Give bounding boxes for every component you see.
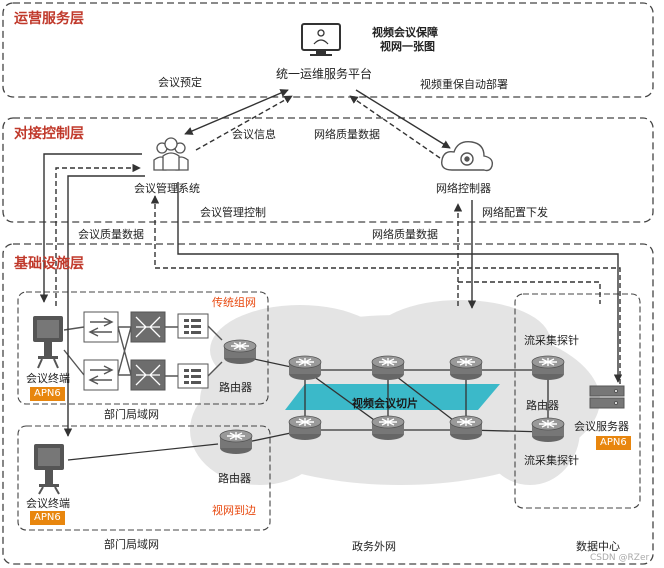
arrow-mgmt-to-platform-info xyxy=(195,95,293,151)
wan-label: 政务外网 xyxy=(352,540,396,553)
router-wan-3 xyxy=(449,355,483,381)
dept-lan2-label: 部门局域网 xyxy=(104,538,159,551)
legacy-switches xyxy=(83,311,209,391)
arrow-terminal1-to-mgmt xyxy=(55,163,141,306)
platform-label: 统一运维服务平台 xyxy=(276,67,373,81)
apn6-badge-2: APN6 xyxy=(30,511,65,525)
label-mgmt-control: 会议管理控制 xyxy=(200,206,266,219)
slice-label: 视频会议切片 xyxy=(352,397,418,410)
video-slice xyxy=(285,384,500,410)
label-meeting-info: 会议信息 xyxy=(232,128,276,141)
label-net-quality-top: 网络质量数据 xyxy=(314,128,380,141)
ops-layer-box xyxy=(2,2,654,98)
dept-lan1-label: 部门局域网 xyxy=(104,408,159,421)
arrow-platform-to-netctrl xyxy=(355,89,451,149)
arrow-meeting-quality xyxy=(150,195,621,384)
label-auto-deploy: 视频重保自动部署 xyxy=(420,78,508,91)
server-icon xyxy=(589,385,625,409)
ctrl-layer-box xyxy=(2,117,654,223)
terminal1-label: 会议终端 xyxy=(26,372,70,385)
terminal-icon-2 xyxy=(34,444,64,495)
arrow-platform-to-mgmt xyxy=(184,89,289,135)
dept-lan-box-2 xyxy=(17,425,271,531)
arrow-mgmt-to-terminal2 xyxy=(63,175,145,437)
router2-label: 路由器 xyxy=(218,472,251,485)
label-net-config: 网络配置下发 xyxy=(482,206,548,219)
router-lan2 xyxy=(219,429,253,455)
router1-label: 路由器 xyxy=(219,381,252,394)
legacy-net-label: 传统组网 xyxy=(212,296,256,309)
router-wan-6 xyxy=(449,415,483,441)
probe2-label: 流采集探针 xyxy=(524,454,579,467)
infra-layer-box xyxy=(2,243,654,565)
arrow-netctrl-to-platform xyxy=(349,95,441,159)
router-wan-2 xyxy=(371,355,405,381)
terminal-icon-1 xyxy=(33,316,63,369)
ctrl-layer-title: 对接控制层 xyxy=(14,126,84,142)
dc-box xyxy=(514,293,641,509)
router-wan-1 xyxy=(288,355,322,381)
router-wan-5 xyxy=(371,415,405,441)
net-ctrl-label: 网络控制器 xyxy=(436,182,491,195)
apn6-badge-1: APN6 xyxy=(30,387,65,401)
label-booking: 会议预定 xyxy=(158,76,202,89)
arrow-net-quality xyxy=(458,204,601,306)
label-net-quality-bottom: 网络质量数据 xyxy=(372,228,438,241)
probe1-label: 流采集探针 xyxy=(524,334,579,347)
router-wan-4 xyxy=(288,415,322,441)
probe-router-2 xyxy=(531,417,565,443)
router3-label: 路由器 xyxy=(526,399,559,412)
mgmt-label: 会议管理系统 xyxy=(134,182,200,195)
watermark: CSDN @RZer xyxy=(590,553,650,563)
ops-layer-title: 运营服务层 xyxy=(14,11,84,27)
terminal2-label: 会议终端 xyxy=(26,497,70,510)
platform-note-line2: 视网一张图 xyxy=(380,40,435,53)
infra-layer-title: 基础设施层 xyxy=(14,256,84,272)
cloud-gear-icon xyxy=(441,141,494,172)
server-label: 会议服务器 xyxy=(574,420,629,433)
apn6-badge-3: APN6 xyxy=(596,436,631,450)
arrow-mgmt-to-terminal1 xyxy=(39,153,142,303)
arrow-mgmt-control xyxy=(177,182,623,383)
edge-label: 视网到边 xyxy=(212,504,256,517)
label-meeting-quality: 会议质量数据 xyxy=(78,228,144,241)
probe-router-1 xyxy=(531,355,565,381)
dept-lan-box-1 xyxy=(17,291,269,405)
router-lan1 xyxy=(223,339,257,365)
monitor-icon xyxy=(301,23,341,56)
people-icon xyxy=(153,137,189,171)
dc-label: 数据中心 xyxy=(576,540,620,553)
platform-note-line1: 视频会议保障 xyxy=(372,26,438,39)
